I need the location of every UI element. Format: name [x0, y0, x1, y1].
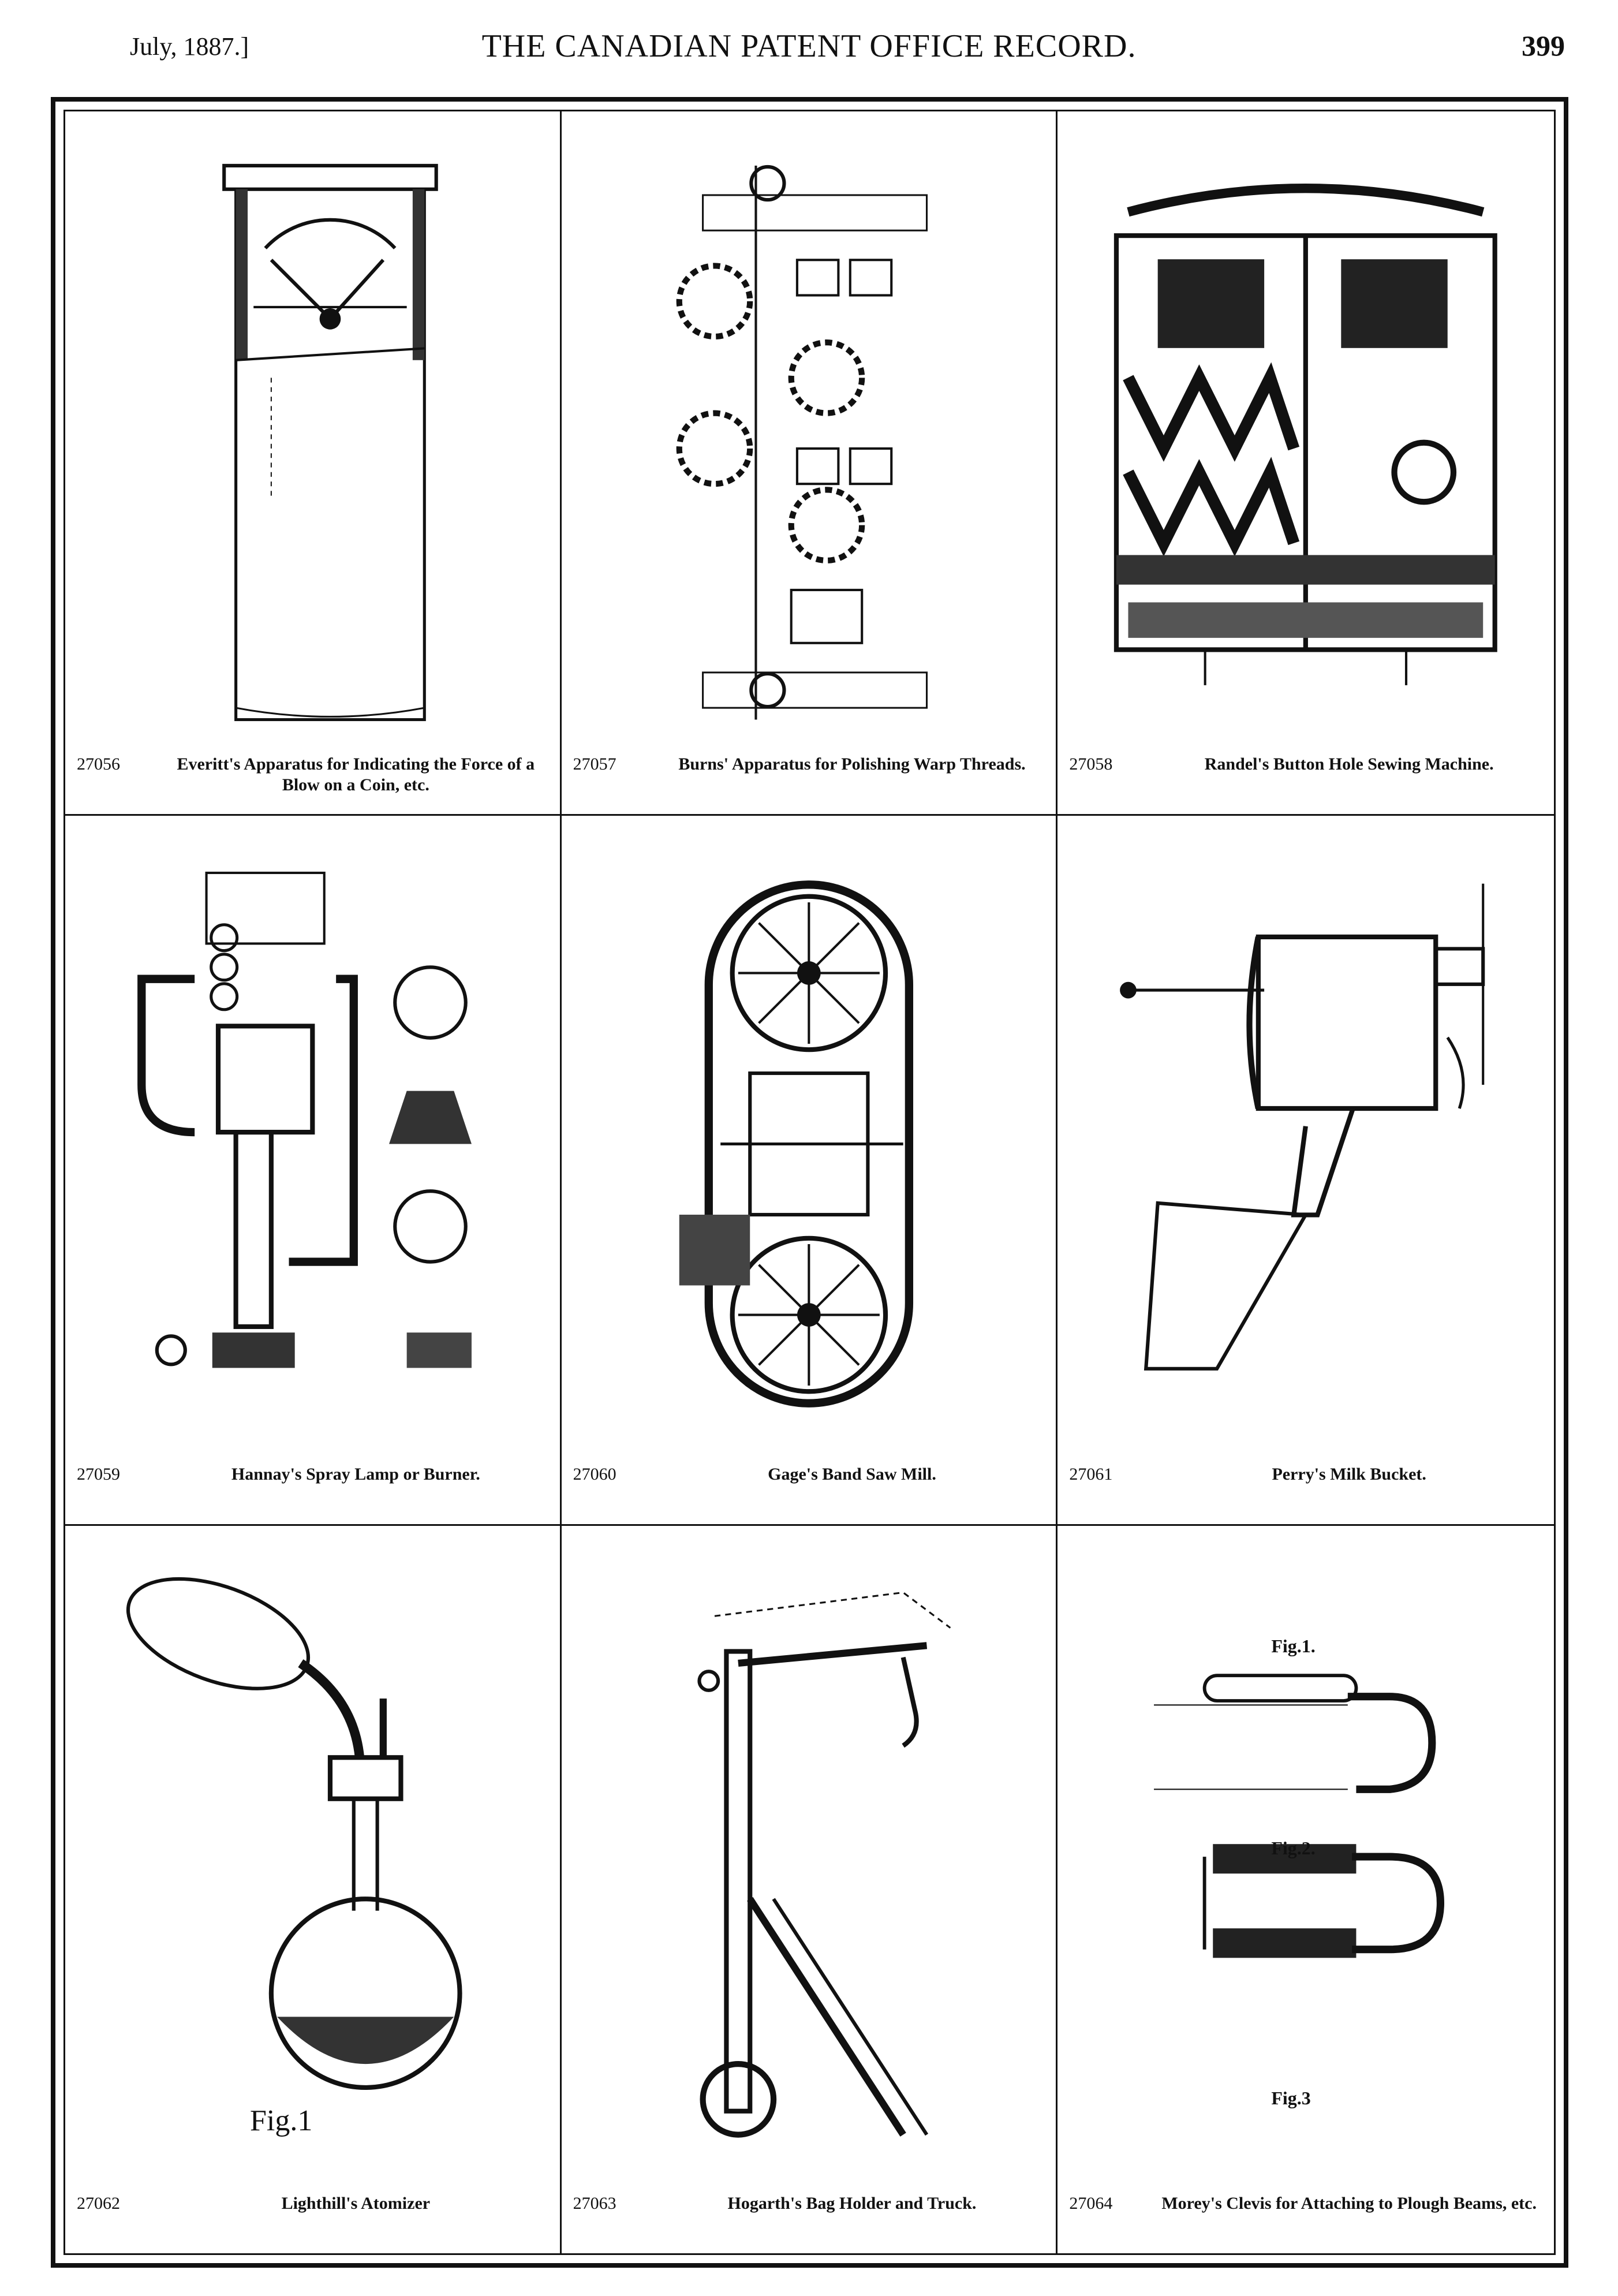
patent-cell-27057: 27057 Burns' Apparatus for Polishing War… [561, 111, 1058, 816]
issue-date: July, 1887.] [130, 32, 249, 61]
figure-bag-holder-truck [573, 1537, 1045, 2190]
figure-buttonhole-machine [1069, 123, 1542, 751]
patent-cell-27056: 27056 Everitt's Apparatus for Indicating… [65, 111, 562, 816]
patent-title: Randel's Button Hole Sewing Machine. [1204, 755, 1494, 774]
patent-title: Hogarth's Bag Holder and Truck. [727, 2194, 977, 2213]
figure-milk-bucket [1069, 827, 1542, 1461]
figure-plough-clevis [1069, 1659, 1542, 2080]
patent-number: 27057 [573, 755, 616, 774]
patent-cell-27064: Fig.1. Fig.2. Fig.3 27064 Morey's Clevis… [1058, 1526, 1554, 2253]
caption-27061: 27061 Perry's Milk Bucket. [1069, 1464, 1542, 1516]
caption-27057: 27057 Burns' Apparatus for Polishing War… [573, 754, 1045, 806]
patent-title: Gage's Band Saw Mill. [768, 1465, 936, 1484]
patent-number: 27063 [573, 2194, 616, 2213]
clevis-fig2-label: Fig.2. [1271, 1838, 1316, 1858]
clevis-fig3-label: Fig.3 [1271, 2088, 1311, 2108]
patent-figures-frame: 27056 Everitt's Apparatus for Indicating… [51, 97, 1568, 2268]
patent-grid: 27056 Everitt's Apparatus for Indicating… [63, 110, 1556, 2255]
patent-number: 27064 [1069, 2194, 1113, 2213]
caption-27058: 27058 Randel's Button Hole Sewing Machin… [1069, 754, 1542, 806]
patent-cell-27059: 27059 Hannay's Spray Lamp or Burner. [65, 816, 562, 1526]
caption-27062: 27062 Lighthill's Atomizer [77, 2193, 548, 2245]
caption-27056: 27056 Everitt's Apparatus for Indicating… [77, 754, 548, 806]
patent-number: 27058 [1069, 755, 1113, 774]
caption-27060: 27060 Gage's Band Saw Mill. [573, 1464, 1045, 1516]
patent-number: 27056 [77, 755, 120, 774]
clevis-fig1-label: Fig.1. [1271, 1636, 1316, 1656]
page-header: July, 1887.] THE CANADIAN PATENT OFFICE … [0, 0, 1618, 92]
atomizer-fig-label: Fig.1 [250, 2104, 313, 2137]
caption-27064: 27064 Morey's Clevis for Attaching to Pl… [1069, 2193, 1542, 2245]
patent-number: 27060 [573, 1465, 616, 1484]
figure-spray-lamp [77, 827, 548, 1461]
patent-number: 27059 [77, 1465, 120, 1484]
patent-title: Perry's Milk Bucket. [1272, 1465, 1426, 1484]
patent-title: Lighthill's Atomizer [281, 2194, 431, 2213]
patent-number: 27061 [1069, 1465, 1113, 1484]
patent-cell-27058: 27058 Randel's Button Hole Sewing Machin… [1058, 111, 1554, 816]
caption-27059: 27059 Hannay's Spray Lamp or Burner. [77, 1464, 548, 1516]
figure-band-saw-mill [573, 827, 1045, 1461]
figure-atomizer [77, 1537, 548, 2190]
patent-title: Morey's Clevis for Attaching to Plough B… [1161, 2194, 1537, 2213]
caption-27063: 27063 Hogarth's Bag Holder and Truck. [573, 2193, 1045, 2245]
journal-title: THE CANADIAN PATENT OFFICE RECORD. [481, 28, 1137, 64]
patent-number: 27062 [77, 2194, 120, 2213]
page-number: 399 [1522, 29, 1565, 62]
figure-warp-polisher [573, 123, 1045, 751]
patent-title: Everitt's Apparatus for Indicating the F… [177, 755, 535, 794]
patent-cell-27063: 27063 Hogarth's Bag Holder and Truck. [562, 1526, 1058, 2253]
figure-blow-indicator [77, 123, 548, 751]
patent-cell-27061: 27061 Perry's Milk Bucket. [1058, 816, 1554, 1526]
patent-cell-27062: Fig.1 27062 Lighthill's Atomizer [65, 1526, 562, 2253]
patent-title: Burns' Apparatus for Polishing Warp Thre… [678, 755, 1026, 774]
patent-cell-27060: 27060 Gage's Band Saw Mill. [561, 816, 1058, 1526]
patent-title: Hannay's Spray Lamp or Burner. [231, 1465, 480, 1484]
